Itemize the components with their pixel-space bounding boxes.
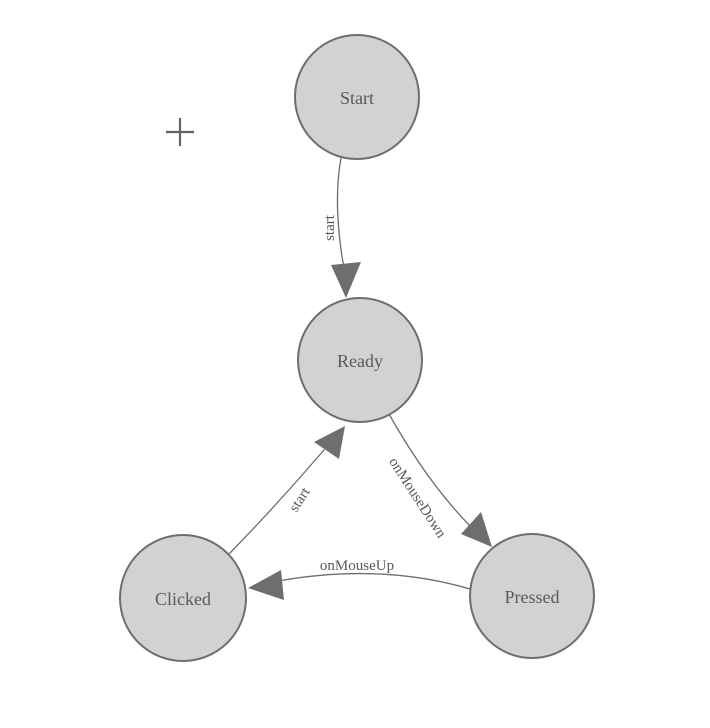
node-clicked[interactable]: Clicked: [119, 534, 247, 662]
crosshair-marker[interactable]: [166, 118, 194, 146]
arrowhead-start-to-ready: [331, 262, 361, 298]
node-label-pressed: Pressed: [505, 587, 560, 607]
nodes-layer: Start Ready Clicked Pressed: [119, 34, 595, 662]
node-label-clicked: Clicked: [155, 589, 211, 609]
edge-label-start-to-ready: start: [322, 214, 338, 241]
edge-path-clicked-to-ready[interactable]: [228, 449, 325, 555]
edge-pressed-to-clicked[interactable]: onMouseUp: [248, 558, 471, 600]
node-circle-ready[interactable]: [297, 297, 423, 423]
node-start[interactable]: Start: [294, 34, 420, 160]
node-circle-clicked[interactable]: [119, 534, 247, 662]
edge-path-pressed-to-clicked[interactable]: [277, 572, 471, 590]
node-label-start: Start: [340, 88, 374, 108]
edge-clicked-to-ready[interactable]: start: [228, 426, 345, 555]
edge-label-pressed-to-clicked: onMouseUp: [320, 558, 394, 574]
edge-path-start-to-ready[interactable]: [336, 157, 345, 269]
edge-start-to-ready[interactable]: start: [322, 157, 361, 298]
arrowhead-pressed-to-clicked: [248, 570, 284, 600]
node-label-ready: Ready: [337, 351, 383, 371]
arrowhead-ready-to-pressed: [461, 512, 492, 547]
arrowhead-clicked-to-ready: [314, 426, 345, 459]
edge-path-ready-to-pressed[interactable]: [388, 413, 471, 527]
node-circle-pressed[interactable]: [469, 533, 595, 659]
node-circle-start[interactable]: [294, 34, 420, 160]
edge-ready-to-pressed[interactable]: onMouseDown: [385, 413, 492, 547]
edge-label-ready-to-pressed: onMouseDown: [385, 455, 449, 542]
node-pressed[interactable]: Pressed: [469, 533, 595, 659]
node-ready[interactable]: Ready: [297, 297, 423, 423]
